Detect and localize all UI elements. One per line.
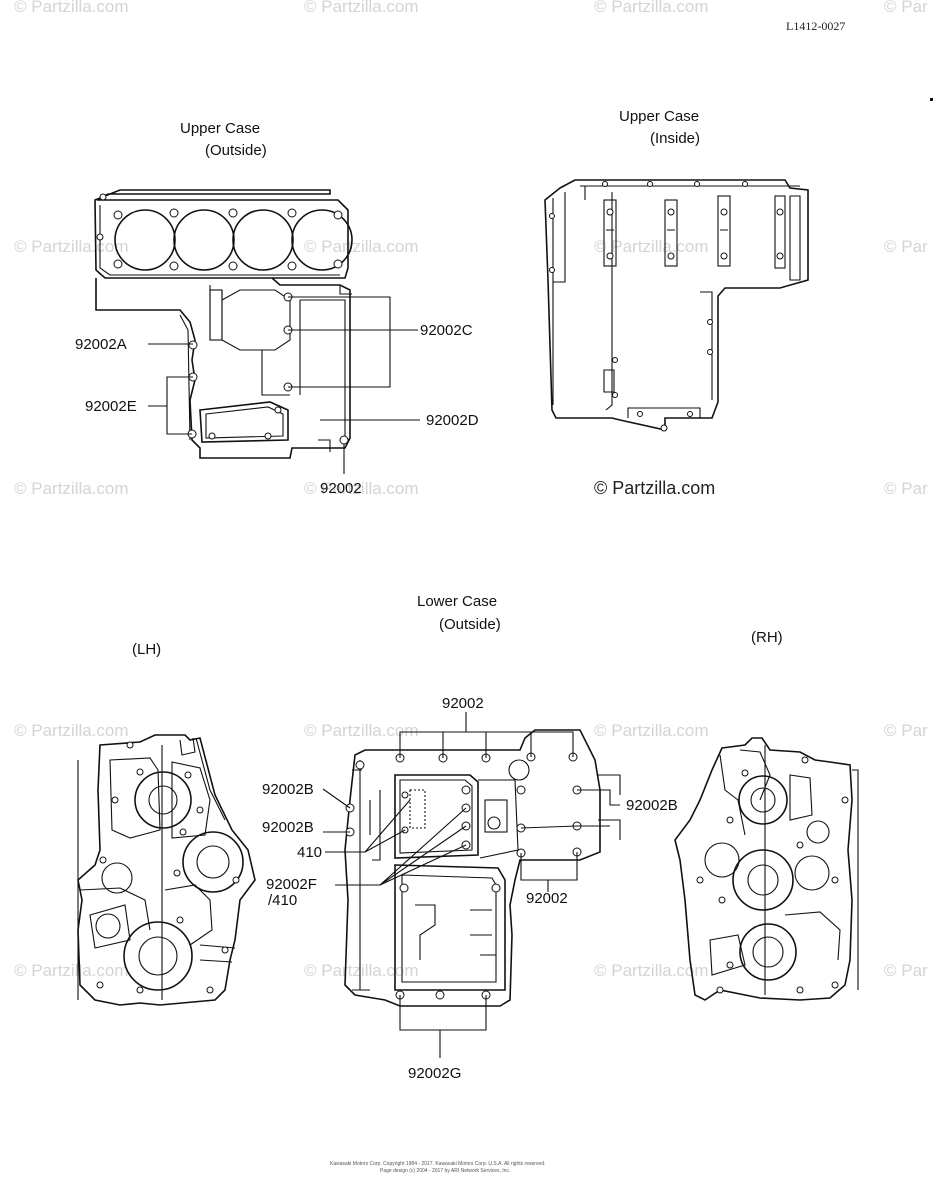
callout-92002C: 92002C	[420, 322, 473, 339]
callout-92002B-right: 92002B	[626, 797, 678, 814]
callout-92002B-2: 92002B	[262, 819, 314, 836]
upper-inside-subtitle: (Inside)	[650, 130, 700, 147]
callout-92002B-1: 92002B	[262, 781, 314, 798]
callout-92002G: 92002G	[408, 1065, 461, 1082]
upper-outside-leaders	[148, 296, 420, 474]
upper-inside-drawing	[544, 179, 809, 432]
callout-92002D: 92002D	[426, 412, 479, 429]
upper-case-outside-view: Upper Case (Outside)	[75, 120, 479, 497]
callout-410: 410	[297, 844, 322, 861]
callout-92002F: 92002F	[266, 876, 317, 893]
watermark: © Partzilla.com	[594, 237, 709, 256]
footer-copyright: Kawasaki Motors Corp. Copyright 1984 - 2…	[330, 1161, 545, 1167]
corner-mark	[930, 98, 933, 101]
footer-page-design: Page design (c) 2004 - 2017 by ARI Netwo…	[380, 1168, 510, 1174]
watermark: © Partzilla.com	[304, 479, 419, 498]
watermark: © Partzilla.com	[304, 237, 419, 256]
watermark: © Par	[884, 721, 928, 740]
upper-outside-title: Upper Case	[180, 120, 260, 137]
callout-92002: 92002	[320, 480, 362, 497]
watermark: © Partzilla.com	[304, 0, 419, 16]
watermark: © Partzilla.com	[304, 721, 419, 740]
document-code: L1412-0027	[786, 19, 845, 33]
watermark: © Partzilla.com	[14, 721, 129, 740]
watermark: © Par	[884, 0, 928, 16]
watermark: © Par	[884, 237, 928, 256]
upper-outside-subtitle: (Outside)	[205, 142, 267, 159]
watermark: © Partzilla.com	[14, 961, 129, 980]
lower-outside-title: Lower Case	[417, 593, 497, 610]
watermarks: © Partzilla.com © Partzilla.com © Partzi…	[14, 0, 928, 980]
watermark: © Partzilla.com	[14, 479, 129, 498]
lh-label: (LH)	[132, 641, 161, 658]
watermark: © Partzilla.com	[594, 721, 709, 740]
upper-inside-title: Upper Case	[619, 108, 699, 125]
watermark: © Par	[884, 961, 928, 980]
watermark: © Partzilla.com	[304, 961, 419, 980]
callout-410b: /410	[268, 892, 297, 909]
watermark: © Partzilla.com	[594, 961, 709, 980]
callout-92002A: 92002A	[75, 336, 127, 353]
callout-92002E: 92002E	[85, 398, 137, 415]
upper-outside-drawing	[94, 189, 353, 459]
lower-leaders	[322, 712, 620, 1058]
watermark-main: © Partzilla.com	[594, 478, 715, 498]
lower-outside-subtitle: (Outside)	[439, 616, 501, 633]
watermark: © Partzilla.com	[594, 0, 709, 16]
rh-side-view	[674, 737, 859, 1001]
upper-case-inside-view: Upper Case (Inside)	[544, 108, 809, 432]
watermark: © Partzilla.com	[14, 237, 129, 256]
callout-92002-mid: 92002	[526, 890, 568, 907]
lh-side-view	[77, 734, 256, 1006]
watermark: © Partzilla.com	[14, 0, 129, 16]
watermark: © Par	[884, 479, 928, 498]
rh-label: (RH)	[751, 629, 783, 646]
callout-92002-top: 92002	[442, 695, 484, 712]
